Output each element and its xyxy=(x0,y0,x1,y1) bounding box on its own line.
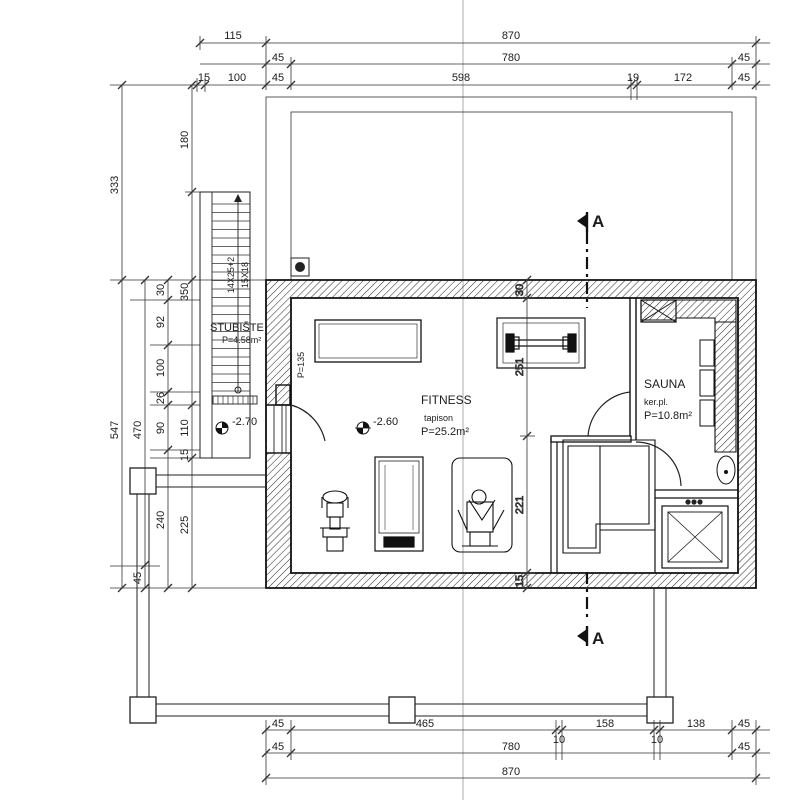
weight-bench xyxy=(496,317,586,369)
dim-label: 350 xyxy=(179,283,191,301)
stair-spec-2: 15X18 xyxy=(240,262,250,288)
dim-label: 225 xyxy=(179,516,191,534)
dim-label: 19 xyxy=(627,72,639,84)
dim-label: 870 xyxy=(502,30,520,42)
entry-door xyxy=(290,404,326,453)
terrace-outline xyxy=(265,96,757,281)
shower-fixtures xyxy=(685,499,703,505)
pergola xyxy=(129,467,674,724)
interior-dimensions: 30 251 221 15 xyxy=(514,275,535,593)
dim-label: 780 xyxy=(502,741,520,753)
terrace-drain xyxy=(290,257,310,277)
dim-label: 45 xyxy=(272,718,284,730)
sauna-door xyxy=(587,391,682,487)
dim-label: 598 xyxy=(452,72,470,84)
dim-label: 221 xyxy=(514,496,526,514)
sauna-walls xyxy=(550,298,738,573)
rowing-machine xyxy=(451,457,513,553)
room-floor-fitness: tapison xyxy=(424,413,453,423)
dim-label: 10 xyxy=(651,734,663,746)
fitness-labels: FITNESS tapison P=25.2m² xyxy=(421,393,472,438)
dim-label: 90 xyxy=(155,422,167,434)
dim-label: 465 xyxy=(416,718,434,730)
dim-label: 158 xyxy=(596,718,614,730)
dim-label: 26 xyxy=(155,392,167,404)
dim-label: 45 xyxy=(272,741,284,753)
dim-label: 92 xyxy=(155,316,167,328)
dim-label: 100 xyxy=(155,359,167,377)
treadmill xyxy=(374,456,424,552)
section-line-a: A A xyxy=(577,212,604,648)
dim-label: 870 xyxy=(502,766,520,778)
sauna-labels: SAUNA ker.pl. P=10.8m² xyxy=(644,377,692,422)
building-walls xyxy=(265,279,757,589)
sink xyxy=(716,455,736,485)
room-floor-sauna: ker.pl. xyxy=(644,397,668,407)
left-dimension-labels: 333 547 180 350 470 45 30 92 100 26 90 2… xyxy=(109,131,191,584)
dim-label: 10 xyxy=(553,734,565,746)
dim-label: 45 xyxy=(738,52,750,64)
room-area-stair: P=4.58m² xyxy=(222,335,261,345)
top-dimensions xyxy=(190,36,770,100)
stair-room-labels: STUBIŠTE P=4.58m² xyxy=(210,321,264,345)
section-label-bottom: A xyxy=(592,629,604,648)
left-dimensions xyxy=(110,80,266,593)
section-arrow-icon xyxy=(577,629,587,643)
room-area-fitness: P=25.2m² xyxy=(421,426,469,438)
top-dimension-labels: 115 870 45 780 45 15 100 45 598 19 172 4… xyxy=(198,30,750,84)
room-name-fitness: FITNESS xyxy=(421,393,472,407)
exercise-bike xyxy=(320,490,350,552)
level-stair: -2.70 xyxy=(232,416,257,428)
dim-label: 15 xyxy=(179,449,191,461)
staircase: 14X25+2 15X18 xyxy=(199,191,258,459)
room-name-stair: STUBIŠTE xyxy=(210,321,264,334)
dim-label: 115 xyxy=(224,30,242,42)
dim-label: 45 xyxy=(738,72,750,84)
shower-tray xyxy=(661,505,729,569)
bench-mat xyxy=(314,319,422,363)
dim-label: 45 xyxy=(738,718,750,730)
dim-label: 470 xyxy=(132,421,144,439)
room-name-sauna: SAUNA xyxy=(644,377,685,391)
door-column xyxy=(275,384,291,406)
bottom-dimensions xyxy=(261,720,770,785)
dim-label: 45 xyxy=(272,72,284,84)
dim-label: 15 xyxy=(514,575,526,587)
stair-spec-1: 14X25+2 xyxy=(226,257,236,293)
dim-label: 110 xyxy=(179,419,191,437)
dim-label: 240 xyxy=(155,511,167,529)
dim-label: 45 xyxy=(272,52,284,64)
sauna-cabin xyxy=(562,439,656,554)
dim-label: 30 xyxy=(514,284,526,296)
room-area-sauna: P=10.8m² xyxy=(644,410,692,422)
dim-label: 45 xyxy=(132,572,144,584)
dim-label: 251 xyxy=(514,358,526,376)
level-marker-fitness: -2.60 xyxy=(355,416,398,435)
dim-label: 172 xyxy=(674,72,692,84)
level-fitness: -2.60 xyxy=(373,416,398,428)
dim-label: 333 xyxy=(109,176,121,194)
section-label-top: A xyxy=(592,212,604,231)
dim-label: 100 xyxy=(228,72,246,84)
dim-label: 15 xyxy=(198,72,210,84)
dim-label: 30 xyxy=(155,284,167,296)
dim-label: 180 xyxy=(179,131,191,149)
dim-label: 547 xyxy=(109,421,121,439)
section-arrow-icon xyxy=(577,214,587,228)
sauna-bench xyxy=(640,299,737,453)
bottom-dimension-labels: 45 465 158 138 45 10 10 45 780 45 870 xyxy=(272,718,750,778)
level-marker-stair: -2.70 xyxy=(215,416,257,435)
dim-label: 45 xyxy=(738,741,750,753)
dim-label: 780 xyxy=(502,52,520,64)
door-dimension: P=135 xyxy=(296,352,306,378)
dim-label: 138 xyxy=(687,718,705,730)
